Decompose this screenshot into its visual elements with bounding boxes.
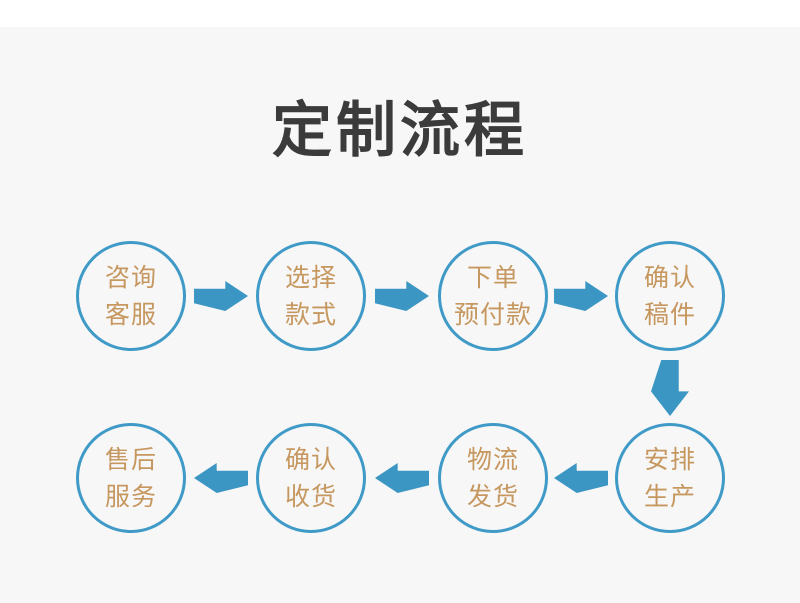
arrow-right-icon	[194, 281, 248, 311]
step-label-line: 物流	[466, 445, 519, 474]
step-label-line: 客服	[104, 300, 157, 329]
step-label-line: 选择	[284, 263, 337, 292]
top-white-band	[0, 0, 800, 27]
step-label-line: 售后	[104, 445, 157, 474]
step-after-sales-service: 售后 服务	[76, 423, 186, 533]
step-label-line: 生产	[643, 482, 696, 511]
arrow-left-icon	[554, 463, 608, 493]
step-order-prepayment: 下单 预付款	[438, 241, 548, 351]
arrow-left-icon	[375, 463, 429, 493]
step-label-line: 安排	[643, 445, 696, 474]
arrow-right-icon	[554, 281, 608, 311]
arrow-down-icon	[651, 360, 689, 416]
step-label-line: 确认	[643, 263, 696, 292]
step-confirm-receipt: 确认 收货	[256, 423, 366, 533]
step-confirm-draft: 确认 稿件	[615, 241, 725, 351]
step-label-line: 款式	[284, 300, 337, 329]
step-arrange-production: 安排 生产	[615, 423, 725, 533]
step-choose-style: 选择 款式	[256, 241, 366, 351]
step-logistics-shipping: 物流 发货	[438, 423, 548, 533]
step-label-line: 确认	[284, 445, 337, 474]
step-label-line: 发货	[466, 482, 519, 511]
arrow-left-icon	[194, 463, 248, 493]
step-consult-customer-service: 咨询 客服	[76, 241, 186, 351]
step-label-line: 下单	[466, 263, 519, 292]
step-label-line: 咨询	[104, 263, 157, 292]
step-label-line: 预付款	[453, 300, 532, 329]
step-label-line: 服务	[104, 482, 157, 511]
arrow-right-icon	[375, 281, 429, 311]
step-label-line: 收货	[284, 482, 337, 511]
page-title: 定制流程	[272, 96, 528, 166]
step-label-line: 稿件	[643, 300, 696, 329]
